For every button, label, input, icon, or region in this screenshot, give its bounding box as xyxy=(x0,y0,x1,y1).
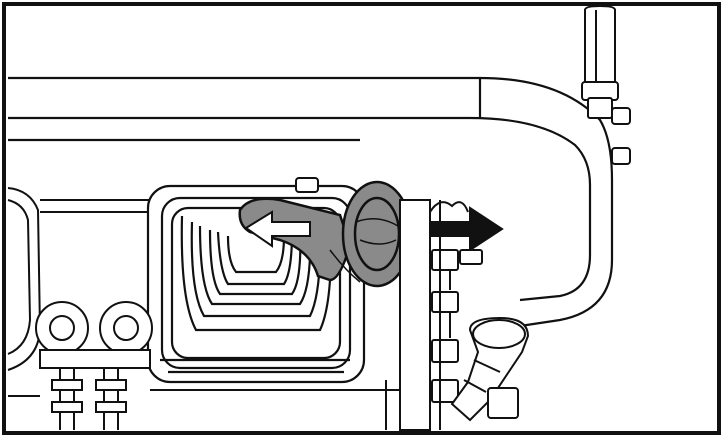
base-lines xyxy=(8,380,400,430)
angled-cylinder xyxy=(450,316,530,422)
top-knob xyxy=(295,177,319,193)
vertical-pipe xyxy=(581,4,631,165)
loop-connector xyxy=(429,201,469,213)
twin-knobs xyxy=(35,301,153,430)
bracket-bolts xyxy=(399,199,483,431)
frame-rail xyxy=(8,76,614,328)
arrow-left-icon xyxy=(244,210,311,248)
left-bellows xyxy=(7,187,150,371)
arrow-right-icon xyxy=(431,206,504,252)
